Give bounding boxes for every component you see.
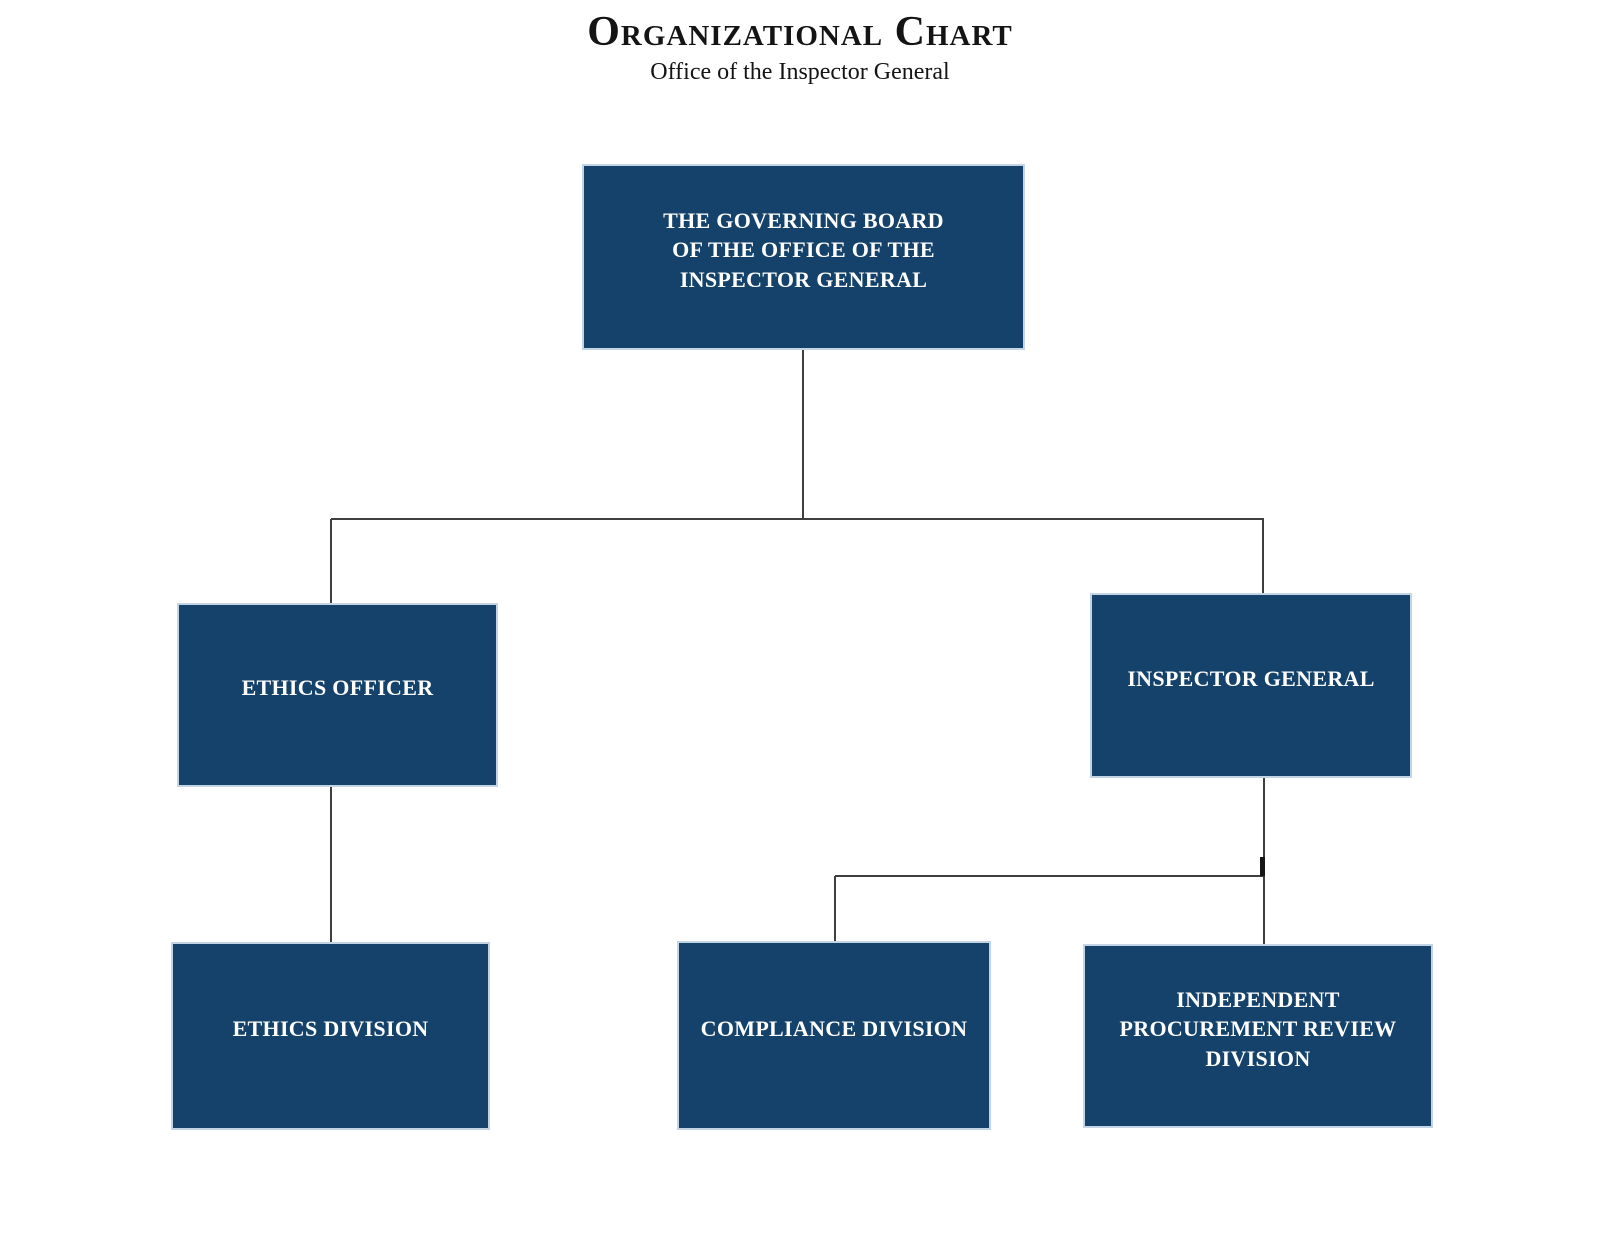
page-header: Organizational Chart Office of the Inspe…: [0, 8, 1600, 86]
org-node-independent-procurement-review-division: INDEPENDENT PROCUREMENT REVIEW DIVISION: [1083, 944, 1433, 1128]
node-label-line: ETHICS OFFICER: [241, 675, 434, 701]
connector-ethics-division-drop: [330, 786, 332, 944]
node-label-line: THE GOVERNING BOARD: [663, 208, 944, 234]
org-node-governing-board: THE GOVERNING BOARD OF THE OFFICE OF THE…: [582, 164, 1025, 350]
connector-inspector-general-drop: [1262, 519, 1264, 595]
node-label-line: INSPECTOR GENERAL: [1127, 665, 1375, 691]
org-node-ethics-division: ETHICS DIVISION: [171, 942, 490, 1130]
connector-lower-horizontal: [835, 875, 1265, 877]
node-label-line: OF THE OFFICE OF THE: [672, 237, 935, 263]
page-subtitle: Office of the Inspector General: [650, 59, 950, 85]
node-label-line: INDEPENDENT: [1176, 987, 1340, 1013]
connector-junction-mark: [1260, 857, 1265, 876]
node-label-line: INSPECTOR GENERAL: [679, 266, 928, 292]
org-node-compliance-division: COMPLIANCE DIVISION: [677, 941, 991, 1130]
connector-compliance-drop: [834, 876, 836, 943]
org-node-inspector-general: INSPECTOR GENERAL: [1090, 593, 1412, 778]
connector-ethics-officer-drop: [330, 519, 332, 605]
org-node-ethics-officer: ETHICS OFFICER: [177, 603, 498, 787]
connector-board-drop: [802, 348, 804, 520]
page-title: Organizational Chart: [587, 9, 1013, 55]
connector-top-horizontal: [331, 518, 1264, 520]
node-label-line: DIVISION: [1205, 1045, 1311, 1071]
node-label-line: ETHICS DIVISION: [232, 1016, 429, 1042]
node-label-line: PROCUREMENT REVIEW: [1119, 1016, 1397, 1042]
node-label-line: COMPLIANCE DIVISION: [700, 1015, 968, 1041]
